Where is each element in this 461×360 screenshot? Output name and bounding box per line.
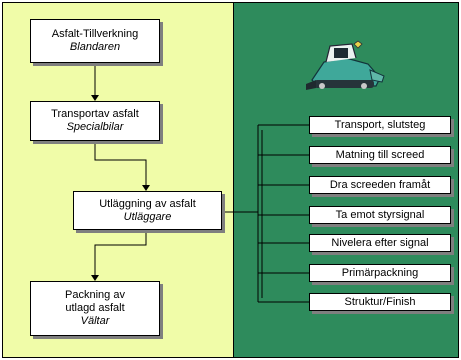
- function-box: Nivelera efter signal: [309, 234, 451, 252]
- function-box: Struktur/Finish: [309, 293, 451, 311]
- stage-title: Transportav asfalt: [51, 108, 139, 120]
- stage-title-line1: Packning av: [65, 289, 125, 301]
- stage-box-paving: Utläggning av asfalt Utläggare: [73, 191, 222, 230]
- stage-subtitle: Specialbilar: [66, 121, 124, 133]
- stage-box-transport: Transportav asfalt Specialbilar: [30, 101, 160, 141]
- stage-box-production: Asfalt-Tillverkning Blandaren: [30, 19, 160, 63]
- stage-subtitle: Blandaren: [69, 41, 121, 53]
- stage-title: Utläggning av asfalt: [99, 197, 196, 210]
- stage-subtitle: Utläggare: [123, 210, 172, 223]
- stage-box-compaction: Packning av utlagd asfalt Vältar: [30, 281, 160, 336]
- stage-subtitle: Vältar: [80, 315, 110, 327]
- function-box: Dra screeden framåt: [309, 176, 451, 194]
- asphalt-paver-icon: [306, 40, 385, 90]
- function-box: Matning till screed: [309, 146, 451, 164]
- function-box: Ta emot styrsignal: [309, 206, 451, 224]
- function-box: Primärpackning: [309, 264, 451, 282]
- stage-title: Asfalt-Tillverkning: [51, 28, 139, 40]
- function-box: Transport, slutsteg: [309, 116, 451, 134]
- stage-title-line2: utlagd asfalt: [65, 302, 125, 314]
